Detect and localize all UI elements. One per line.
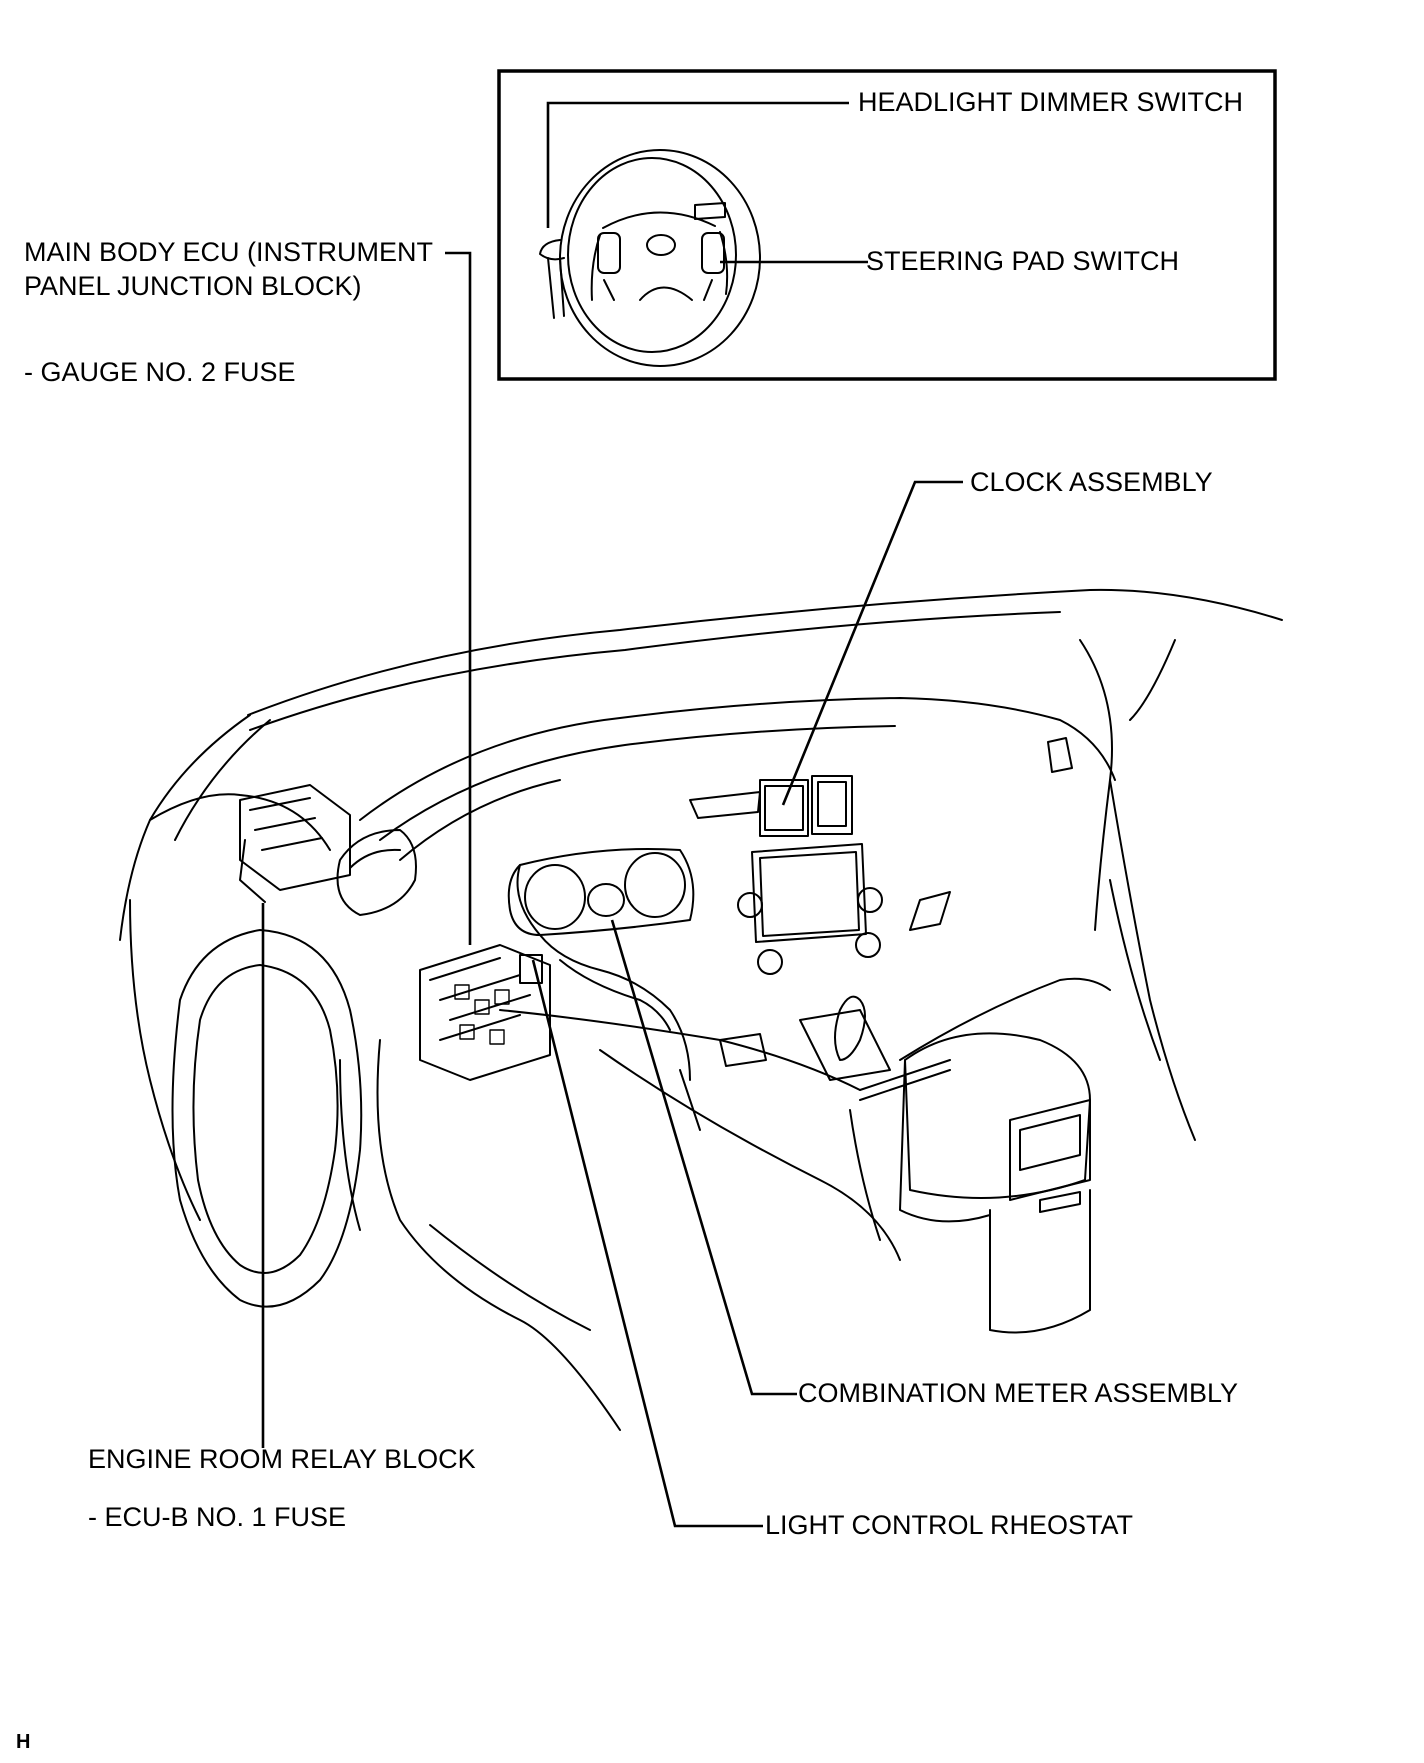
steering-pad-switch-label: STEERING PAD SWITCH	[866, 246, 1180, 276]
light-control-rheostat-label: LIGHT CONTROL RHEOSTAT	[765, 1510, 1134, 1540]
inset-frame	[497, 69, 1277, 381]
vehicle-interior-drawing	[119, 588, 1283, 1431]
engine-room-relay-block-label: ENGINE ROOM RELAY BLOCK	[88, 1444, 476, 1474]
clock-assembly-leader	[781, 480, 963, 806]
clock-assembly-label: CLOCK ASSEMBLY	[970, 467, 1213, 497]
main-body-ecu-leader	[445, 251, 472, 945]
headlight-dimmer-leader	[546, 101, 849, 228]
main-body-ecu-label-line1: MAIN BODY ECU (INSTRUMENT	[24, 237, 434, 267]
main-body-ecu-label-line2: PANEL JUNCTION BLOCK)	[24, 271, 362, 301]
combination-meter-leader	[610, 919, 797, 1396]
ecu-b-fuse-label: - ECU-B NO. 1 FUSE	[88, 1502, 347, 1532]
light-control-rheostat-leader	[531, 959, 763, 1528]
headlight-dimmer-switch-label: HEADLIGHT DIMMER SWITCH	[858, 87, 1244, 117]
figure-corner-mark: H	[16, 1731, 31, 1753]
steering-wheel-inset	[497, 69, 1277, 381]
combination-meter-assembly-label: COMBINATION METER ASSEMBLY	[798, 1378, 1239, 1408]
steering-wheel-drawing	[539, 149, 761, 367]
gauge-fuse-label: - GAUGE NO. 2 FUSE	[24, 357, 296, 387]
